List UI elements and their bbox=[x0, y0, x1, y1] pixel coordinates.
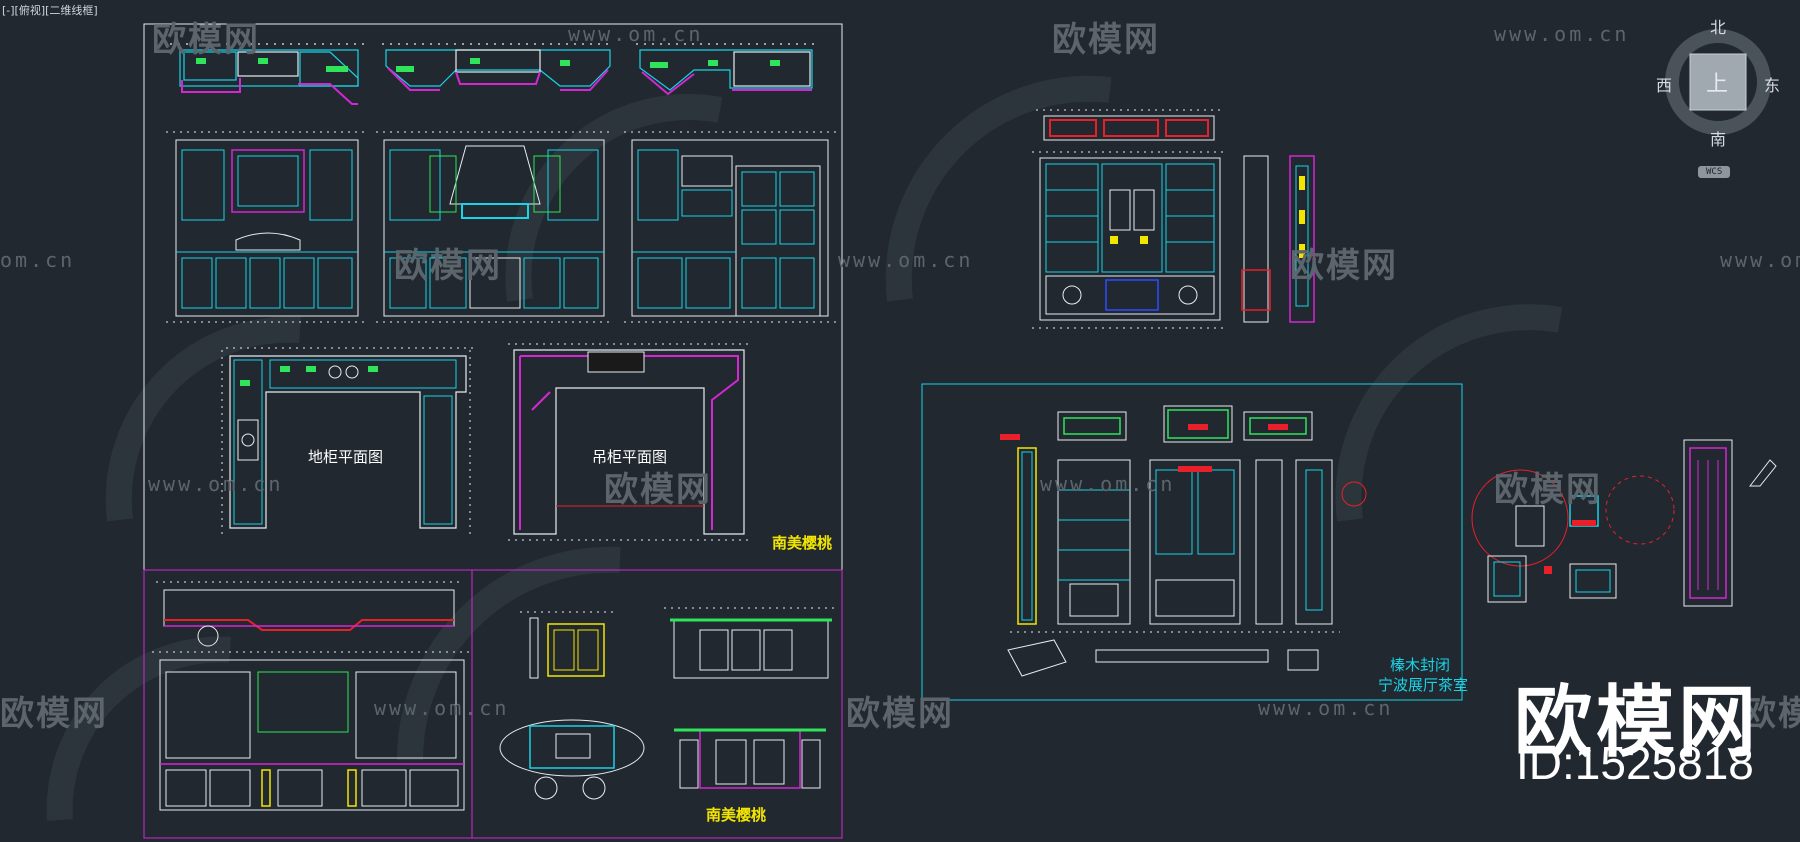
watermark-url: www.om.cn bbox=[148, 472, 284, 496]
base-cabinet-plan-label: 地柜平面图 bbox=[308, 448, 384, 466]
sheet-frame-showcase bbox=[921, 383, 1463, 701]
island-front-elevation bbox=[664, 607, 838, 679]
watermark-logo: 欧模网 bbox=[0, 694, 108, 734]
island-title-label: 南美樱桃 bbox=[706, 806, 767, 824]
island-plan-long bbox=[156, 581, 462, 647]
island-elevation-long bbox=[152, 651, 472, 811]
island-top-plan bbox=[499, 719, 645, 800]
brand-id-text: ID:1525818 bbox=[1516, 737, 1754, 789]
watermark-url: www.om.cn bbox=[1494, 22, 1630, 46]
showcase-title-line2: 宁波展厅茶室 bbox=[1378, 676, 1469, 694]
watermark-logo: 欧模网 bbox=[1290, 246, 1398, 286]
showcase-title-line1: 榛木封闭 bbox=[1390, 656, 1451, 674]
wall-cabinet-strip-2 bbox=[382, 43, 614, 91]
watermark-url: www.om.cn bbox=[1258, 696, 1394, 720]
tea-room-plans-top bbox=[1057, 405, 1313, 443]
watermark-url: www.om.cn bbox=[1040, 472, 1176, 496]
base-cabinet-plan bbox=[221, 347, 474, 538]
watermark-url: www.om.cn bbox=[568, 22, 704, 46]
viewcube-top-face[interactable]: 上 bbox=[1706, 72, 1729, 97]
watermark-url: www.om.cn bbox=[374, 696, 510, 720]
wcs-menu-button[interactable]: WCS bbox=[1698, 166, 1731, 178]
showcase-cabinet-elevation bbox=[1032, 151, 1228, 329]
watermark-logo: 欧模网 bbox=[604, 470, 712, 510]
compass-south[interactable]: 南 bbox=[1710, 130, 1727, 149]
kitchen-title-label: 南美樱桃 bbox=[772, 534, 833, 552]
watermark-url: om.cn bbox=[0, 248, 76, 272]
kitchen-elevation-2 bbox=[376, 131, 612, 323]
watermark-logo: 欧模网 bbox=[846, 694, 954, 734]
island-side-elevation-small bbox=[520, 611, 614, 679]
showcase-cabinet-plan-top bbox=[1036, 109, 1222, 141]
detail-drawings-right bbox=[1471, 439, 1777, 607]
wall-cabinet-strip-3 bbox=[636, 43, 816, 96]
watermark-arcs bbox=[46, 75, 1563, 821]
showcase-side-elevations bbox=[1241, 155, 1315, 323]
wall-cabinet-plan bbox=[508, 343, 752, 541]
tea-room-elevations bbox=[1000, 434, 1367, 677]
compass-east[interactable]: 东 bbox=[1764, 76, 1781, 95]
watermark-logo: 欧模网 bbox=[1494, 470, 1602, 510]
viewcube-compass[interactable] bbox=[1665, 29, 1771, 135]
watermark-logo: 欧模网 bbox=[1742, 694, 1800, 734]
watermark-logo: 欧模网 bbox=[152, 20, 260, 60]
kitchen-elevation-3 bbox=[624, 131, 836, 323]
watermark-url: www.om.cn bbox=[838, 248, 974, 272]
sheet-frame-island bbox=[143, 569, 843, 839]
kitchen-elevation-1 bbox=[166, 131, 366, 323]
compass-west[interactable]: 西 bbox=[1656, 76, 1673, 95]
wall-cabinet-plan-label: 吊柜平面图 bbox=[592, 448, 668, 466]
watermark-url: www.om.cn bbox=[1720, 248, 1800, 272]
compass-north[interactable]: 北 bbox=[1710, 18, 1727, 37]
watermark-logo: 欧模网 bbox=[394, 246, 502, 286]
brand-logo-text: 欧模网 bbox=[1514, 678, 1761, 768]
wall-cabinet-strip-1 bbox=[170, 43, 365, 105]
viewport-label[interactable]: [-][俯视][二维线框] bbox=[2, 4, 98, 17]
island-back-elevation bbox=[674, 728, 826, 789]
watermark-logo: 欧模网 bbox=[1052, 20, 1160, 60]
